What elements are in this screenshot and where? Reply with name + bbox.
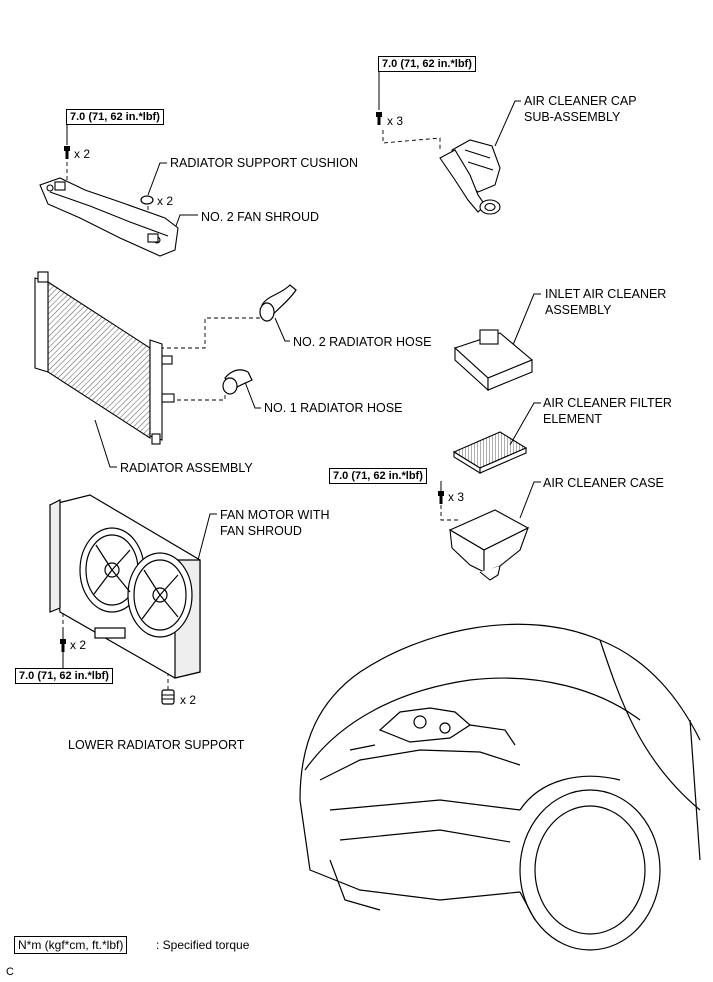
torque-box-cap: 7.0 (71, 62 in.*lbf) — [378, 56, 476, 72]
figure-code: C — [6, 966, 14, 978]
lower-support-part — [161, 689, 175, 705]
label-inlet-air-cleaner: INLET AIR CLEANER ASSEMBLY — [545, 286, 666, 318]
label-no2-fan-shroud: NO. 2 FAN SHROUD — [201, 210, 320, 224]
fan-shroud-part — [49, 494, 201, 679]
cushion-part — [140, 195, 154, 205]
legend-torque-text: : Specified torque — [156, 938, 250, 952]
torque-box-fan: 7.0 (71, 62 in.*lbf) — [15, 668, 113, 684]
filter-element-part — [452, 431, 528, 474]
label-air-cleaner-cap-line1: AIR CLEANER CAP — [524, 94, 637, 108]
label-radiator-support-cushion: RADIATOR SUPPORT CUSHION — [170, 156, 358, 170]
qty-support-bolts: x 2 — [74, 147, 91, 161]
air-cleaner-cap-part — [439, 139, 501, 215]
torque-box-support: 7.0 (71, 62 in.*lbf) — [66, 109, 164, 125]
qty-cushion: x 2 — [157, 194, 174, 208]
label-no1-radiator-hose: NO. 1 RADIATOR HOSE — [264, 401, 403, 415]
qty-cap-bolts: x 3 — [387, 114, 404, 128]
bolts — [60, 112, 444, 652]
leader-lines — [62, 65, 541, 668]
label-fan-motor-line2: FAN SHROUD — [220, 524, 302, 538]
label-filter-element-line1: AIR CLEANER FILTER — [543, 396, 672, 410]
label-filter-element-line2: ELEMENT — [543, 412, 603, 426]
air-cleaner-case-part — [448, 509, 530, 581]
label-air-cleaner-cap-line2: SUB-ASSEMBLY — [524, 110, 621, 124]
label-fan-motor-line1: FAN MOTOR WITH — [220, 508, 330, 522]
inlet-air-cleaner-part — [453, 329, 534, 392]
no2-fan-shroud-part — [39, 177, 179, 257]
label-air-cleaner-cap: AIR CLEANER CAP SUB-ASSEMBLY — [524, 93, 637, 125]
no2-radiator-hose-part — [259, 284, 297, 322]
label-inlet-air-cleaner-line1: INLET AIR CLEANER — [545, 287, 667, 301]
no1-radiator-hose-part — [222, 369, 253, 395]
legend-torque-key: N*m (kgf*cm, ft.*lbf) — [14, 936, 128, 954]
label-lower-radiator-support: LOWER RADIATOR SUPPORT — [68, 738, 245, 752]
label-inlet-air-cleaner-line2: ASSEMBLY — [545, 303, 612, 317]
label-radiator-assembly: RADIATOR ASSEMBLY — [120, 461, 253, 475]
torque-box-case: 7.0 (71, 62 in.*lbf) — [329, 468, 427, 484]
label-air-cleaner-case: AIR CLEANER CASE — [543, 476, 664, 490]
qty-lower-support: x 2 — [180, 693, 197, 707]
radiator-part — [34, 271, 175, 445]
vehicle-front-illustration — [299, 623, 701, 951]
label-no2-radiator-hose: NO. 2 RADIATOR HOSE — [293, 335, 432, 349]
qty-fan-bolts: x 2 — [70, 638, 87, 652]
label-fan-motor: FAN MOTOR WITH FAN SHROUD — [220, 507, 330, 539]
label-filter-element: AIR CLEANER FILTER ELEMENT — [543, 395, 672, 427]
qty-case-bolts: x 3 — [448, 490, 465, 504]
